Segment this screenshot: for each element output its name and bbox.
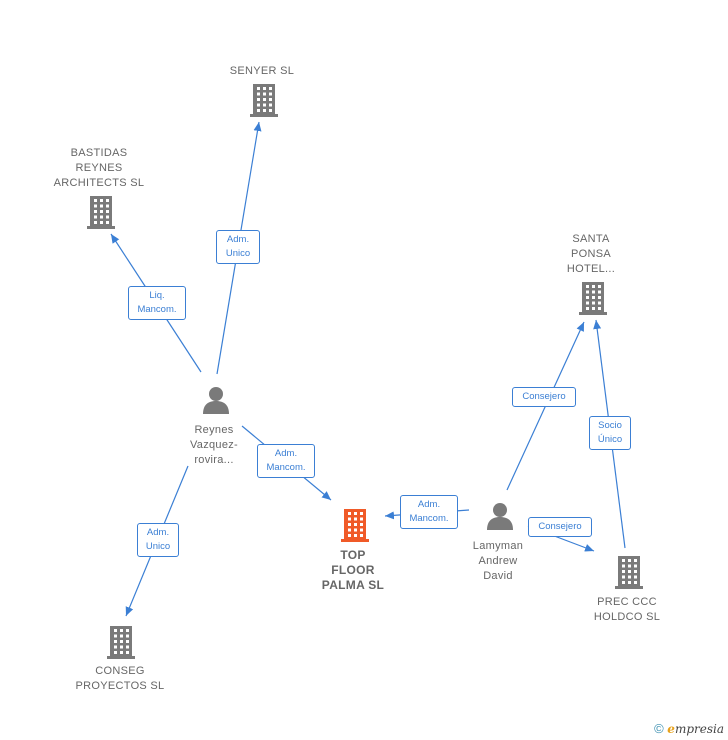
edge-label-text: Liq. <box>149 290 165 301</box>
node-label-line: ARCHITECTS SL <box>53 177 145 189</box>
node-label-line: Vazquez- <box>189 439 239 451</box>
node-label-line: Lamyman <box>472 540 524 552</box>
person-icon[interactable] <box>201 385 231 420</box>
edge-label-text: Mancom. <box>137 304 177 315</box>
edge-label-text: Adm. <box>146 527 170 538</box>
edge-label-text: Unico <box>225 248 251 259</box>
person-icon[interactable] <box>485 501 515 536</box>
edge-label-reynes-to-conseg[interactable]: Adm. Unico <box>137 523 179 557</box>
edge-label-reynes-to-senyer[interactable]: Adm. Unico <box>216 230 260 264</box>
building-icon[interactable] <box>614 555 644 594</box>
node-label-line: TOP <box>340 548 366 562</box>
copyright-symbol: © <box>654 721 664 736</box>
node-label-conseg[interactable]: CONSEG PROYECTOS SL <box>60 664 180 694</box>
edge-label-text: Consejero <box>538 521 582 532</box>
edge-label-reynes-to-top_floor[interactable]: Adm. Mancom. <box>257 444 315 478</box>
node-label-line: CONSEG <box>95 665 145 677</box>
node-label-line: SANTA <box>572 233 610 245</box>
footer-brand: © empresia <box>654 721 724 736</box>
building-icon[interactable] <box>578 281 608 320</box>
edge-label-text: Unico <box>145 541 171 552</box>
node-label-prec-ccc[interactable]: PREC CCC HOLDCO SL <box>577 595 677 625</box>
edge-label-lamyman-to-top_floor[interactable]: Adm. Mancom. <box>400 495 458 529</box>
node-label-santa-ponsa[interactable]: SANTA PONSA HOTEL... <box>546 232 636 277</box>
edge-label-text: Consejero <box>522 391 566 402</box>
node-label-senyer[interactable]: SENYER SL <box>207 64 317 79</box>
node-label-line: PROYECTOS SL <box>75 680 165 692</box>
edge-label-text: Único <box>597 434 623 445</box>
node-label-line: PALMA SL <box>321 578 385 592</box>
building-icon[interactable] <box>86 195 116 234</box>
building-icon[interactable] <box>340 508 370 547</box>
edge-label-text: Adm. <box>417 499 441 510</box>
building-icon[interactable] <box>106 625 136 664</box>
building-icon[interactable] <box>249 83 279 122</box>
node-label-bastidas[interactable]: BASTIDAS REYNES ARCHITECTS SL <box>39 146 159 191</box>
node-label-line: Andrew <box>478 555 518 567</box>
node-label-line: BASTIDAS <box>70 147 128 159</box>
edge-label-text: Mancom. <box>409 513 449 524</box>
edge-label-lamyman-to-prec_ccc[interactable]: Consejero <box>528 517 592 537</box>
node-label-line: HOTEL... <box>566 263 616 275</box>
node-label-line: SENYER SL <box>229 65 295 77</box>
node-label-line: FLOOR <box>331 563 375 577</box>
node-label-line: rovira... <box>194 454 234 466</box>
edge-label-text: Mancom. <box>266 462 306 473</box>
edge-label-text: Adm. <box>226 234 250 245</box>
node-label-line: HOLDCO SL <box>593 611 661 623</box>
edge-label-lamyman-to-santa_ponsa[interactable]: Consejero <box>512 387 576 407</box>
node-label-line: REYNES <box>75 162 123 174</box>
node-label-line: Reynes <box>194 424 234 436</box>
node-label-line: PONSA <box>570 248 611 260</box>
edge-label-reynes-to-bastidas[interactable]: Liq. Mancom. <box>128 286 186 320</box>
edge-label-text: Socio <box>598 420 622 431</box>
node-label-line: David <box>483 570 513 582</box>
empresia-logo: empresia <box>667 722 724 736</box>
node-label-line: PREC CCC <box>597 596 657 608</box>
edge-label-text: Adm. <box>274 448 298 459</box>
